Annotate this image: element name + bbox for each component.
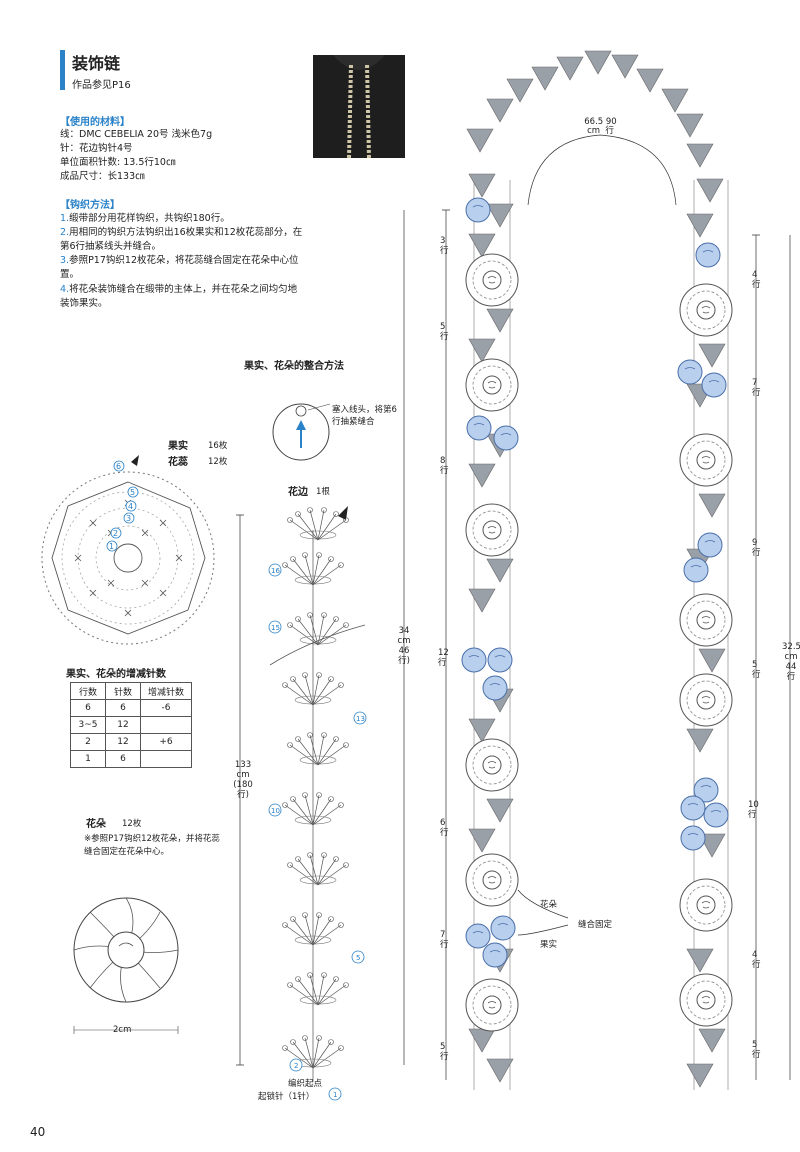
edging-label: 花边 xyxy=(288,487,308,498)
top-arc-label: 66.5 90 cm 行 xyxy=(584,117,617,136)
table-header-row: 行数 针数 增减针数 xyxy=(70,682,192,700)
fruit-crochet-chart: 6 5 4 3 2 1 xyxy=(41,455,215,645)
table-row: 2 12 +6 xyxy=(70,733,192,751)
page-title: 装饰链 xyxy=(72,54,121,73)
edging-row-marker: 16 xyxy=(271,567,280,575)
page-subtitle: 作品参见P16 xyxy=(72,80,131,91)
left-row-count: 5 行 xyxy=(440,1042,449,1062)
left-row-count: 7 行 xyxy=(440,930,449,950)
flower-count: 12枚 xyxy=(122,819,142,829)
table-cell: +6 xyxy=(140,733,192,751)
increase-table-title: 果实、花朵的增减针数 xyxy=(66,669,166,680)
edging-row-marker: 10 xyxy=(271,807,280,815)
increase-table: 行数 针数 增减针数 6 6 -6 3~5 12 2 12 +6 1 6 xyxy=(70,682,192,768)
assembly-diagram xyxy=(272,403,331,461)
left-row-count: 6 行 xyxy=(440,818,449,838)
fruit-row-marker: 4 xyxy=(128,502,133,511)
table-row: 6 6 -6 xyxy=(70,699,192,717)
edging-count: 1根 xyxy=(316,487,330,497)
left-row-count: 3 行 xyxy=(440,236,449,256)
table-row: 1 6 xyxy=(70,750,192,768)
right-length-label: 32.5 cm 44 行 xyxy=(782,642,800,682)
fruit-row-marker: 6 xyxy=(116,462,121,471)
edging-chain-label: 起锁针（1针） xyxy=(258,1092,315,1102)
stamen-label: 花蕊 xyxy=(168,457,188,468)
assembly-title: 果实、花朵的整合方法 xyxy=(244,361,344,372)
edging-start-label: 编织起点 xyxy=(288,1079,323,1089)
edging-row-marker: 15 xyxy=(271,624,280,632)
stamen-count: 12枚 xyxy=(208,457,228,467)
method-step-4: 4.将花朵装饰缝合在缎带的主体上，并在花朵之间均匀地装饰果实。 xyxy=(60,284,298,309)
flower-note: ※参照P17钩织12枚花朵，并将花蕊缝合固定在花朵中心。 xyxy=(84,834,220,857)
callout-fruit: 果实 xyxy=(540,940,558,950)
materials-needle: 针：花边钩针4号 xyxy=(60,143,133,154)
fruit-row-marker: 2 xyxy=(113,529,118,538)
callout-stitch: 缝合固定 xyxy=(578,920,613,930)
fruit-count: 16枚 xyxy=(208,441,228,451)
total-length-label: 133 cm (180 行) xyxy=(233,760,253,800)
flower-drawing xyxy=(73,897,179,1034)
page-number: 40 xyxy=(30,1125,46,1139)
edging-row-marker: 1 xyxy=(333,1091,337,1099)
edging-crochet-chart: 16 15 13 10 5 2 1 xyxy=(268,506,367,1101)
edging-row-marker: 13 xyxy=(356,715,365,723)
materials-size: 成品尺寸：长133㎝ xyxy=(60,171,145,182)
photo-illustration xyxy=(313,55,405,158)
fruit-label: 果实 xyxy=(168,441,188,452)
assembly-note: 塞入线头，将第6行抽紧缝合 xyxy=(332,405,397,427)
left-row-count: 12 行 xyxy=(438,648,449,668)
chain-top-arch xyxy=(466,50,714,168)
chain-left-column xyxy=(461,173,519,1090)
edging-row-marker: 2 xyxy=(294,1062,298,1070)
product-photo xyxy=(313,55,405,158)
right-row-count: 10 行 xyxy=(748,800,759,820)
fruit-row-marker: 3 xyxy=(126,514,131,523)
method-step-2: 2.用相同的钩织方法钩织出16枚果实和12枚花蕊部分，在第6行抽紧线头并缝合。 xyxy=(60,227,303,252)
left-row-count: 5 行 xyxy=(440,322,449,342)
fruit-row-marker: 5 xyxy=(130,488,135,497)
materials-heading: 【使用的材料】 xyxy=(60,117,130,128)
left-row-count: 8 行 xyxy=(440,456,449,476)
materials-yarn: 线：DMC CEBELIA 20号 浅米色7g xyxy=(60,129,213,140)
fruit-row-marker: 1 xyxy=(109,542,114,551)
callout-flower: 花朵 xyxy=(540,900,558,910)
materials-gauge: 单位面积针数: 13.5行10㎝ xyxy=(60,157,176,168)
method-step-3: 3.参照P17钩织12枚花朵，将花蕊缝合固定在花朵中心位置。 xyxy=(60,255,299,280)
method-heading: 【钩织方法】 xyxy=(60,200,120,211)
chain-right-column xyxy=(677,178,733,1090)
dimension-lines xyxy=(236,134,791,1080)
method-step-1: 1.缎带部分用花样钩织，共钩织180行。 xyxy=(60,213,230,224)
flower-label: 花朵 xyxy=(86,819,106,830)
title-accent-bar xyxy=(60,50,65,90)
edging-row-marker: 5 xyxy=(356,954,360,962)
table-cell xyxy=(140,750,192,768)
